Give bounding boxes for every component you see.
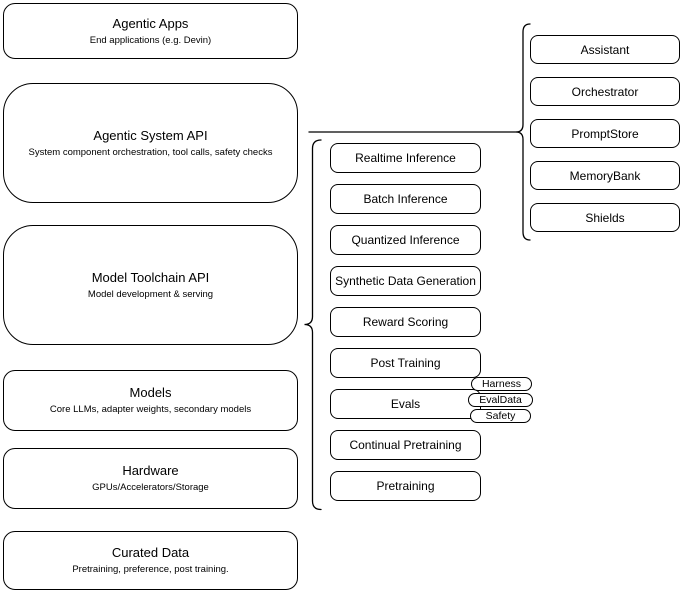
box-subtitle: End applications (e.g. Devin) bbox=[89, 34, 212, 46]
tag-harness: Harness bbox=[471, 377, 532, 391]
node-memorybank: MemoryBank bbox=[530, 161, 680, 190]
box-title: Curated Data bbox=[111, 545, 190, 560]
node-promptstore: PromptStore bbox=[530, 119, 680, 148]
node-pretraining: Pretraining bbox=[330, 471, 481, 501]
tag-label: EvalData bbox=[479, 394, 522, 406]
node-label: PromptStore bbox=[571, 126, 639, 141]
box-subtitle: Core LLMs, adapter weights, secondary mo… bbox=[49, 404, 252, 415]
tag-evaldata: EvalData bbox=[468, 393, 533, 407]
node-label: Quantized Inference bbox=[351, 233, 460, 247]
box-subtitle: System component orchestration, tool cal… bbox=[28, 146, 273, 158]
box-curated-data: Curated Data Pretraining, preference, po… bbox=[3, 531, 298, 590]
node-label: MemoryBank bbox=[569, 168, 641, 183]
tag-label: Safety bbox=[485, 410, 516, 422]
node-synthetic-data-generation: Synthetic Data Generation bbox=[330, 266, 481, 296]
node-evals: Evals bbox=[330, 389, 481, 419]
node-label: Post Training bbox=[370, 356, 441, 370]
node-label: Reward Scoring bbox=[362, 315, 449, 329]
brace-agentic-system-group bbox=[515, 23, 531, 241]
box-title: Agentic Apps bbox=[112, 15, 189, 31]
box-title: Hardware bbox=[122, 463, 179, 478]
node-orchestrator: Orchestrator bbox=[530, 77, 680, 106]
box-agentic-apps: Agentic Apps End applications (e.g. Devi… bbox=[3, 3, 298, 59]
node-batch-inference: Batch Inference bbox=[330, 184, 481, 214]
node-shields: Shields bbox=[530, 203, 680, 232]
node-post-training: Post Training bbox=[330, 348, 481, 378]
node-label: Pretraining bbox=[376, 479, 435, 493]
tag-label: Harness bbox=[481, 378, 522, 390]
box-subtitle: Pretraining, preference, post training. bbox=[72, 564, 229, 575]
node-label: Batch Inference bbox=[363, 192, 448, 206]
node-label: Synthetic Data Generation bbox=[335, 274, 476, 288]
brace-model-toolchain-group bbox=[304, 139, 322, 511]
box-title: Models bbox=[129, 385, 172, 400]
node-quantized-inference: Quantized Inference bbox=[330, 225, 481, 255]
node-label: Assistant bbox=[580, 42, 630, 57]
node-reward-scoring: Reward Scoring bbox=[330, 307, 481, 337]
box-title: Agentic System API bbox=[93, 127, 208, 143]
box-model-toolchain-api: Model Toolchain API Model development & … bbox=[3, 225, 298, 345]
node-label: Continual Pretraining bbox=[349, 438, 462, 452]
node-label: Orchestrator bbox=[571, 84, 639, 99]
tag-safety: Safety bbox=[470, 409, 531, 423]
box-models: Models Core LLMs, adapter weights, secon… bbox=[3, 370, 298, 431]
node-label: Shields bbox=[585, 210, 625, 225]
box-agentic-system-api: Agentic System API System component orch… bbox=[3, 83, 298, 203]
box-subtitle: GPUs/Accelerators/Storage bbox=[92, 482, 209, 493]
box-title: Model Toolchain API bbox=[91, 269, 210, 285]
node-label: Evals bbox=[390, 397, 421, 411]
node-assistant: Assistant bbox=[530, 35, 680, 64]
node-label: Realtime Inference bbox=[355, 151, 456, 165]
node-continual-pretraining: Continual Pretraining bbox=[330, 430, 481, 460]
box-hardware: Hardware GPUs/Accelerators/Storage bbox=[3, 448, 298, 509]
node-realtime-inference: Realtime Inference bbox=[330, 143, 481, 173]
box-subtitle: Model development & serving bbox=[87, 288, 214, 300]
